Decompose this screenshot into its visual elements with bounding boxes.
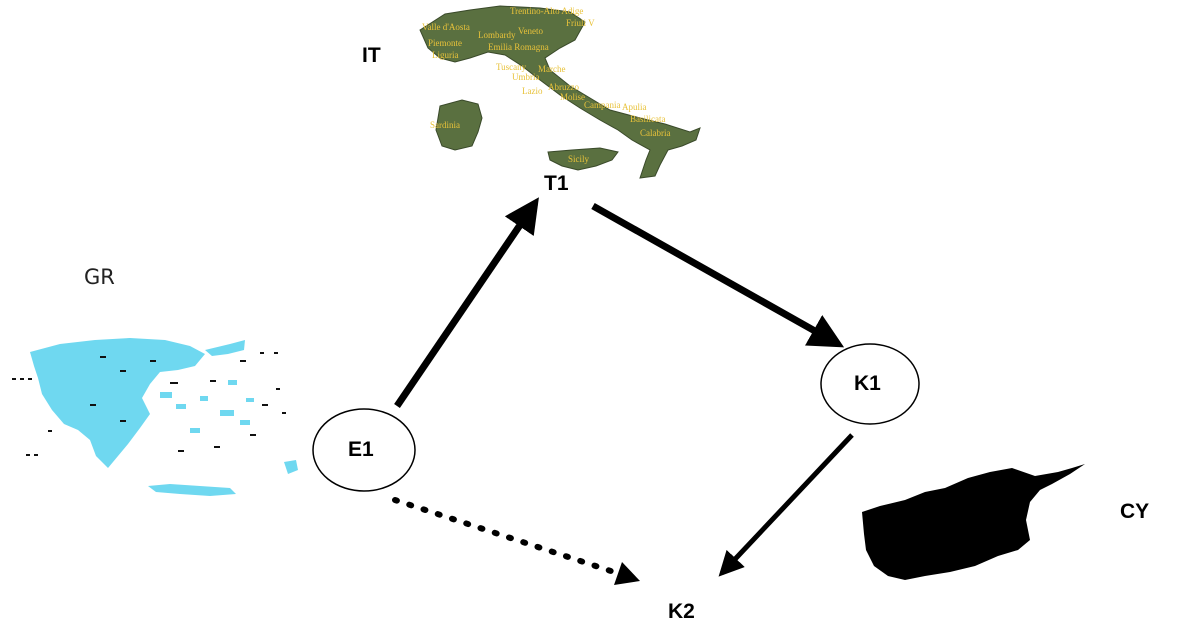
- italy-region-label: Abruzzo: [548, 82, 579, 92]
- italy-region-label: Basilicata: [630, 114, 666, 124]
- italy-region-label: Campania: [584, 100, 621, 110]
- greece-map: [12, 338, 298, 496]
- italy-mainland: [419, 5, 701, 179]
- sardinia-island: [435, 99, 483, 151]
- italy-region-label: Lazio: [522, 86, 543, 96]
- italy-region-label: Piemonte: [428, 38, 462, 48]
- italy-region-label: Molise: [560, 92, 585, 102]
- node-label-k2: K2: [668, 600, 695, 623]
- greece-north-strip: [205, 340, 245, 356]
- italy-region-label: Friuli V: [566, 18, 595, 28]
- node-e1-circle: [312, 408, 416, 492]
- edge-e1-t1: [394, 197, 539, 408]
- italy-region-label: Calabria: [640, 128, 671, 138]
- italy-region-label: Trentino-Alto Adige: [510, 6, 583, 16]
- edge-t1-k1: [591, 202, 845, 348]
- greece-islands-speckle: [160, 380, 254, 433]
- node-k1-circle: [820, 343, 920, 425]
- sicily-island: [547, 147, 619, 171]
- italy-region-label: Umbria: [512, 72, 540, 82]
- country-label-cy: CY: [1120, 500, 1150, 523]
- node-label-e1: E1: [348, 438, 374, 461]
- italy-region-label: Veneto: [518, 26, 543, 36]
- node-label-k1: K1: [854, 372, 881, 395]
- edge-k1-k2: [718, 433, 854, 577]
- edge-e1-k2-arrowhead: [614, 562, 640, 585]
- cyprus-map: [862, 464, 1085, 580]
- crete-island: [148, 484, 236, 496]
- country-label-it: IT: [362, 44, 381, 67]
- greece-mainland: [30, 338, 205, 468]
- node-label-t1: T1: [544, 172, 569, 195]
- italy-region-label: Emilia Romagna: [488, 42, 549, 52]
- italy-region-label: Marche: [538, 64, 565, 74]
- italy-region-label: Valle d'Aosta: [422, 22, 470, 32]
- rhodes-island: [284, 460, 298, 474]
- italy-region-label: Lombardy: [478, 30, 516, 40]
- italy-region-label: Tuscany: [496, 62, 527, 72]
- italy-region-label: Apulia: [622, 102, 647, 112]
- country-label-gr: GR: [84, 265, 115, 289]
- italy-region-label: Sardinia: [430, 120, 460, 130]
- italy-region-label: Sicily: [568, 154, 590, 164]
- italy-region-label: Liguria: [432, 50, 459, 60]
- greece-dotted-outline: [12, 352, 286, 456]
- edge-e1-k2-dotted: [392, 497, 623, 577]
